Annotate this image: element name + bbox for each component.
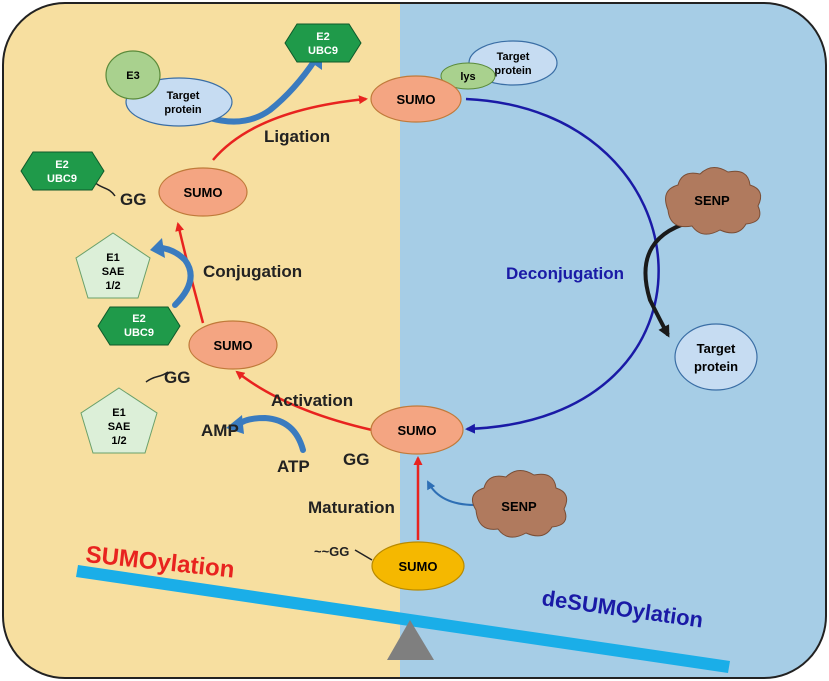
- activation-label: Activation: [271, 391, 353, 410]
- target-protein-left-line1: Target: [167, 90, 200, 102]
- e1-released-line3: 1/2: [105, 280, 120, 292]
- ligation-arrow: [212, 95, 368, 161]
- e1-sumo-bound-line1: E1: [112, 407, 125, 419]
- e2-released-line2: UBC9: [308, 45, 338, 57]
- senp-release-arrow: [643, 218, 699, 338]
- sumo-ligated: SUMO: [370, 75, 462, 123]
- e1-released-line1: E1: [106, 252, 119, 264]
- e1-released: E1 SAE 1/2: [75, 232, 151, 299]
- e3-ligase: E3: [105, 50, 161, 100]
- tilde-gg-label: ~~GG: [314, 544, 349, 559]
- activation-arrow: [235, 370, 373, 432]
- target-protein-released-line2: protein: [694, 359, 738, 374]
- e1-release-arrow: [159, 245, 194, 308]
- e1-released-line2: SAE: [102, 266, 125, 278]
- amp-label: AMP: [201, 421, 239, 440]
- deconjugation-label: Deconjugation: [506, 264, 624, 283]
- conjugation-label: Conjugation: [203, 262, 302, 281]
- balance-beam: [76, 565, 730, 673]
- e3-label: E3: [126, 70, 139, 82]
- e1-sumo-bound-line2: SAE: [108, 421, 131, 433]
- sumo-e2-bound: SUMO: [158, 167, 248, 217]
- gg-e2-label: GG: [120, 190, 146, 209]
- balance-fulcrum: [387, 620, 434, 660]
- senp-maturation-label: SENP: [501, 499, 537, 514]
- target-protein-released: Target protein: [674, 323, 758, 391]
- senp-deconjugation: SENP: [665, 167, 762, 235]
- target-protein-top-line1: Target: [497, 51, 530, 63]
- atp-amp-arrow: [235, 414, 306, 453]
- sumo-mature-label: SUMO: [398, 423, 437, 438]
- gg-mature-label: GG: [343, 450, 369, 469]
- e2-incoming-line2: UBC9: [124, 327, 154, 339]
- e2-sumo-bound-line2: UBC9: [47, 173, 77, 185]
- linker-left: [145, 371, 169, 383]
- e2-released-line1: E2: [316, 31, 329, 43]
- e1-release-arrowhead: [150, 238, 165, 258]
- target-protein-top-line2: protein: [494, 65, 532, 77]
- e1-sumo-bound: E1 SAE 1/2: [80, 387, 158, 454]
- e2-sumo-bound: E2 UBC9: [20, 151, 105, 191]
- linker-precursor: [354, 549, 373, 561]
- e2-release-arrow: [207, 57, 318, 125]
- senp-maturation: SENP: [471, 470, 568, 538]
- sumo-e1-bound-label: SUMO: [214, 338, 253, 353]
- senp-deconjugation-label: SENP: [694, 193, 730, 208]
- sumo-e2-bound-label: SUMO: [184, 185, 223, 200]
- desumoylation-panel: [400, 3, 826, 678]
- e2-sumo-bound-line1: E2: [55, 159, 68, 171]
- target-protein-released-line1: Target: [697, 341, 736, 356]
- sumo-precursor-label: SUMO: [399, 559, 438, 574]
- deconjugation-arrow: [465, 97, 660, 434]
- target-protein-left-line2: protein: [164, 104, 202, 116]
- atp-label: ATP: [277, 457, 310, 476]
- senp-maturation-arrow: [427, 480, 476, 506]
- ligation-label: Ligation: [264, 127, 330, 146]
- atp-amp-arrowhead: [226, 415, 244, 434]
- maturation-label: Maturation: [308, 498, 395, 517]
- sumo-e1-bound: SUMO: [188, 320, 278, 370]
- e2-incoming-line1: E2: [132, 313, 145, 325]
- lys-label: lys: [460, 71, 475, 83]
- lys-residue: lys: [440, 62, 496, 90]
- gg-e1-label: GG: [164, 368, 190, 387]
- sumo-precursor: SUMO: [371, 541, 465, 591]
- e2-incoming: E2 UBC9: [97, 306, 181, 346]
- e2-released: E2 UBC9: [284, 23, 362, 63]
- sumo-mature: SUMO: [370, 405, 464, 455]
- e1-sumo-bound-line3: 1/2: [111, 435, 126, 447]
- sumo-ligated-label: SUMO: [397, 92, 436, 107]
